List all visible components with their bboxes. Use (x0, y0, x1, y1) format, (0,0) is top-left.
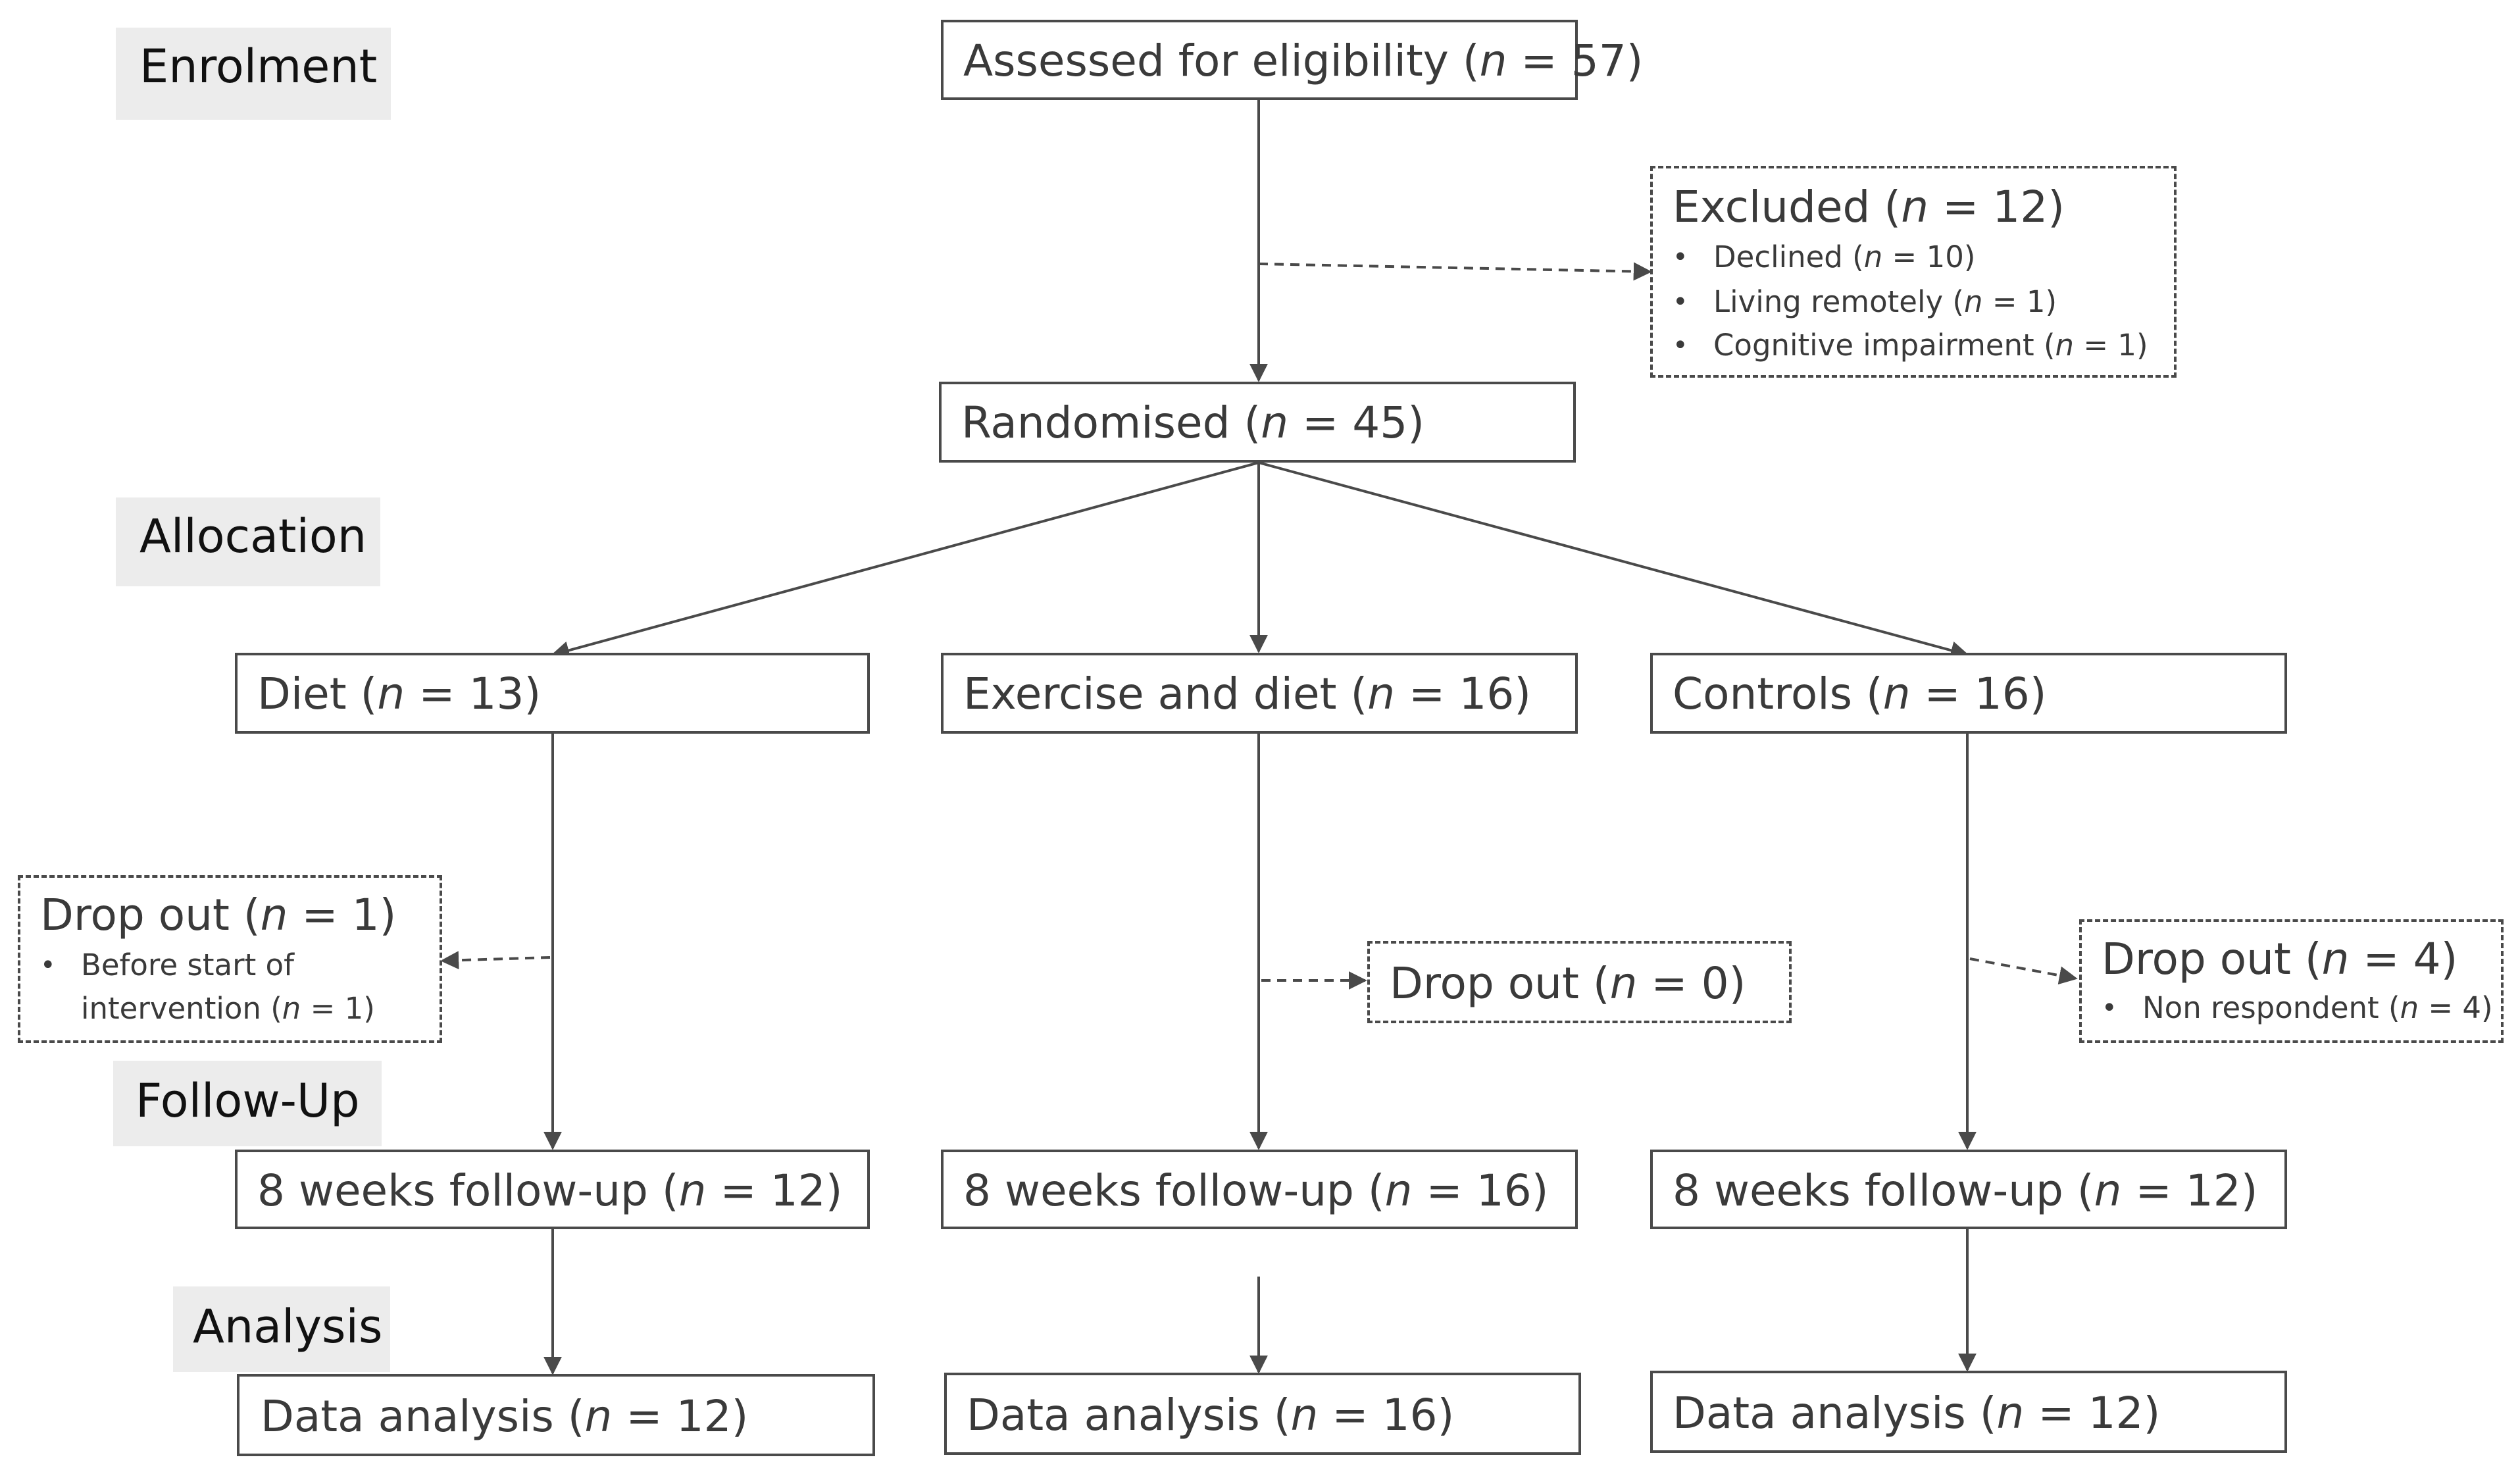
box-analysis-controls-text: Data analysis (n = 12) (1673, 1388, 2161, 1438)
box-followup-exercise-text: 8 weeks follow-up (n = 16) (963, 1165, 1549, 1216)
box-followup-exercise: 8 weeks follow-up (n = 16) (941, 1150, 1578, 1229)
box-controls-text: Controls (n = 16) (1673, 669, 2047, 719)
dropout-diet-item-line2: intervention (n = 1) (81, 991, 375, 1026)
box-excluded: Excluded (n = 12) • Declined (n = 10) • … (1650, 166, 2177, 378)
box-followup-controls: 8 weeks follow-up (n = 12) (1650, 1150, 2287, 1229)
box-controls: Controls (n = 16) (1650, 653, 2287, 734)
stage-allocation: Allocation (116, 497, 380, 586)
excluded-item-living-remotely: Living remotely (n = 1) (1713, 284, 2057, 319)
stage-enrolment-label: Enrolment (139, 39, 378, 93)
box-followup-controls-text: 8 weeks follow-up (n = 12) (1673, 1165, 2258, 1216)
excluded-item-declined: Declined (n = 10) (1713, 240, 1976, 274)
box-analysis-exercise: Data analysis (n = 16) (944, 1373, 1581, 1455)
box-exercise-diet: Exercise and diet (n = 16) (941, 653, 1578, 734)
box-dropout-exercise-text: Drop out (n = 0) (1390, 958, 1746, 1009)
dropout-controls-item: Non respondent (n = 4) (2142, 990, 2493, 1025)
stage-follow-up: Follow-Up (113, 1061, 382, 1146)
arrow-to-excluded (1258, 262, 1652, 281)
box-dropout-controls: Drop out (n = 4) • Non respondent (n = 4… (2079, 919, 2504, 1043)
box-followup-diet-text: 8 weeks follow-up (n = 12) (257, 1165, 843, 1216)
box-excluded-title: Excluded (n = 12) (1673, 182, 2065, 232)
stage-analysis: Analysis (173, 1286, 390, 1372)
box-assessed-text: Assessed for eligibility (n = 57) (963, 36, 1644, 86)
box-dropout-diet: Drop out (n = 1) • Before start of inter… (18, 875, 442, 1043)
stage-allocation-label: Allocation (139, 509, 367, 563)
excluded-item-cognitive-impairment: Cognitive impairment (n = 1) (1713, 328, 2148, 363)
box-exercise-diet-text: Exercise and diet (n = 16) (963, 669, 1532, 719)
stage-analysis-label: Analysis (193, 1300, 383, 1354)
box-diet: Diet (n = 13) (235, 653, 870, 734)
box-analysis-controls: Data analysis (n = 12) (1650, 1371, 2287, 1453)
box-dropout-controls-title: Drop out (n = 4) (2102, 934, 2458, 984)
box-assessed: Assessed for eligibility (n = 57) (941, 20, 1643, 100)
box-dropout-exercise: Drop out (n = 0) (1367, 941, 1792, 1023)
arrow-to-dropout-diet (440, 951, 551, 970)
box-randomised-text: Randomised (n = 45) (961, 397, 1425, 448)
box-followup-diet: 8 weeks follow-up (n = 12) (235, 1150, 870, 1229)
box-analysis-diet: Data analysis (n = 12) (237, 1374, 875, 1456)
arrow-randomised-diet (551, 461, 1259, 659)
box-diet-text: Diet (n = 13) (257, 669, 542, 719)
arrow-to-dropout-controls (1969, 957, 2078, 985)
dropout-diet-item-line1: Before start of (81, 948, 294, 982)
arrow-randomised-controls (1258, 461, 1969, 659)
stage-follow-up-label: Follow-Up (136, 1074, 360, 1128)
box-analysis-exercise-text: Data analysis (n = 16) (967, 1390, 1455, 1440)
box-randomised: Randomised (n = 45) (939, 382, 1576, 463)
box-dropout-diet-title: Drop out (n = 1) (40, 890, 397, 940)
box-analysis-diet-text: Data analysis (n = 12) (261, 1391, 749, 1442)
stage-enrolment: Enrolment (116, 28, 391, 120)
